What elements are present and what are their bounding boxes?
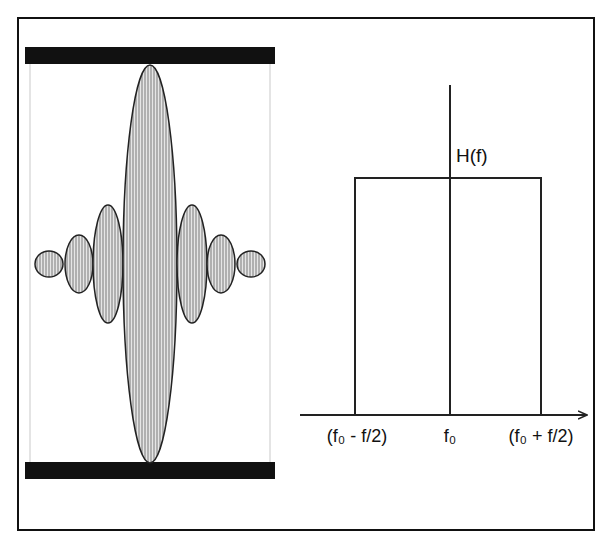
tick-label: (f₀ - f/2) [327, 427, 387, 447]
tick-label: f₀ [444, 427, 456, 447]
tick-label: (f₀ + f/2) [509, 427, 574, 447]
axis-label: H(f) [456, 146, 488, 167]
y-axis [449, 85, 451, 415]
rect-response [355, 178, 541, 415]
beam-figure [25, 47, 275, 479]
frame [18, 18, 594, 530]
top-bar [25, 47, 275, 64]
x-axis [300, 414, 586, 416]
filter-plot [300, 85, 586, 415]
bottom-bar [25, 462, 275, 479]
